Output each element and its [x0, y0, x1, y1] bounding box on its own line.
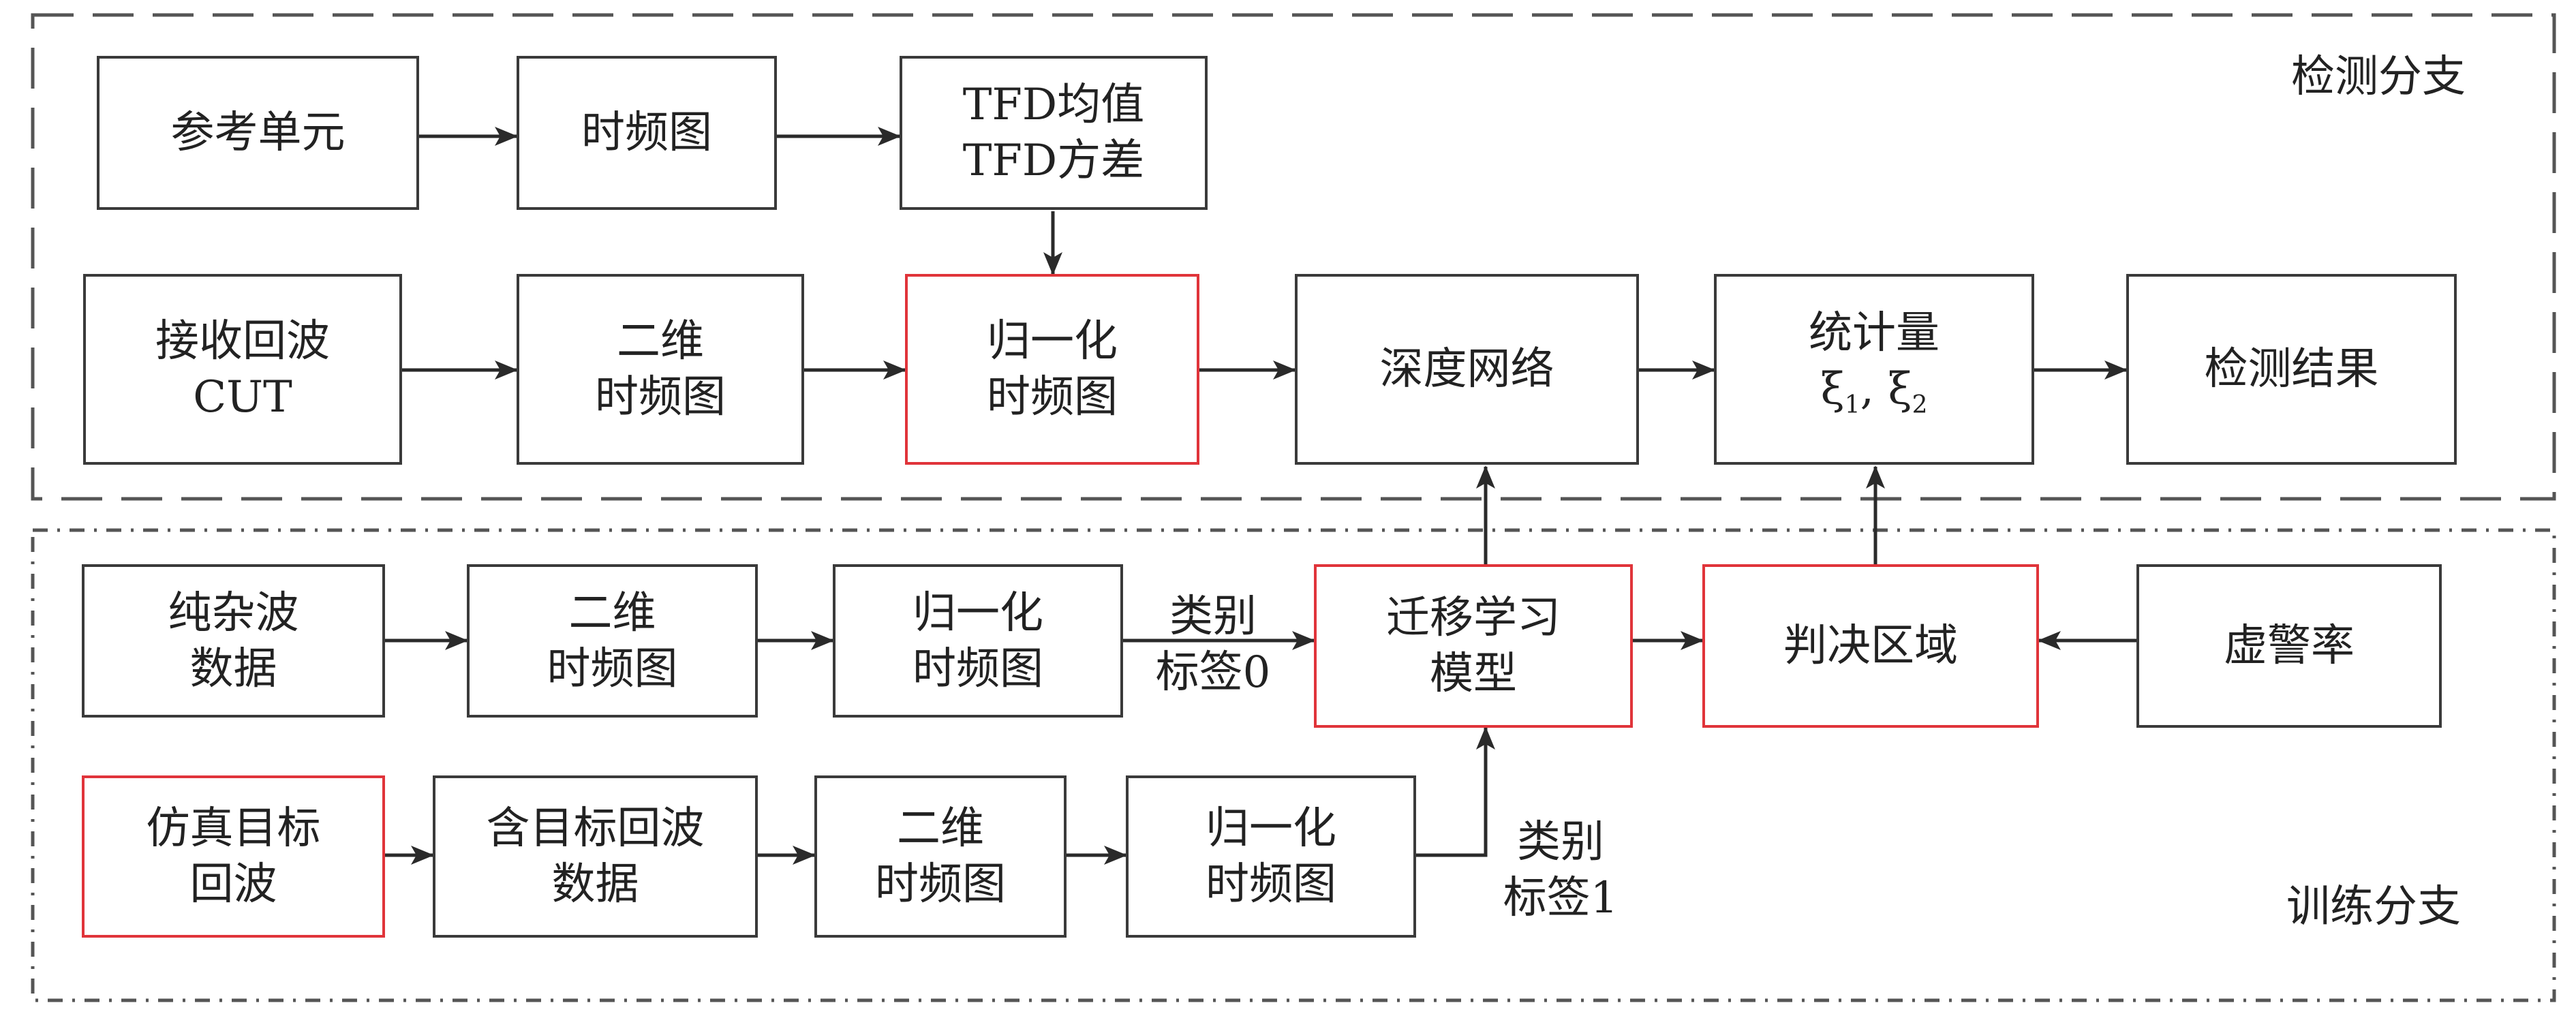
box-text: CUT — [193, 372, 292, 422]
class-label-0: 类别 标签0 — [1145, 589, 1281, 701]
box-text: 统计量 — [1809, 308, 1939, 359]
box-text: 归一化 — [987, 316, 1118, 367]
box-text: 归一化 — [913, 587, 1043, 638]
box-text: 迁移学习 — [1386, 593, 1561, 643]
detection-branch-region — [31, 13, 2556, 501]
training-branch-label: 训练分支 — [2286, 882, 2461, 932]
box-text: 模型 — [1430, 649, 1517, 699]
tfd-ref-box: 时频图 — [517, 56, 777, 210]
deep-net-box: 深度网络 — [1295, 274, 1639, 465]
sim-target-box: 仿真目标 回波 — [82, 775, 385, 938]
box-text: 含目标回波 — [486, 803, 705, 854]
box-text: TFD均值 — [962, 80, 1145, 130]
tfd-2d-target-box: 二维 时频图 — [814, 775, 1067, 938]
ref-unit-box: 参考单元 — [97, 56, 419, 210]
box-text: ξ1, ξ2 — [1820, 364, 1928, 419]
tfd-stats-box: TFD均值 TFD方差 — [900, 56, 1208, 210]
box-text: 时频图 — [595, 372, 726, 422]
norm-target-box: 归一化 时频图 — [1126, 775, 1416, 938]
detection-branch-label: 检测分支 — [2291, 52, 2466, 102]
box-text: 数据 — [551, 859, 639, 910]
box-text: 时频图 — [987, 372, 1118, 422]
target-data-box: 含目标回波 数据 — [433, 775, 758, 938]
training-branch-region — [31, 528, 2556, 1002]
box-text: 仿真目标 — [146, 803, 321, 854]
box-text: 数据 — [189, 643, 277, 694]
statistic-box: 统计量 ξ1, ξ2 — [1714, 274, 2034, 465]
box-text: 时频图 — [1206, 859, 1336, 910]
edge-label-text: 标签1 — [1503, 873, 1619, 923]
box-text: 虚警率 — [2224, 621, 2355, 671]
pfa-box: 虚警率 — [2136, 564, 2442, 728]
tfd-2d-det-box: 二维 时频图 — [517, 274, 804, 465]
box-text: 时频图 — [581, 108, 712, 158]
echo-cut-box: 接收回波 CUT — [83, 274, 402, 465]
box-text: 时频图 — [875, 859, 1006, 910]
box-text: 二维 — [568, 587, 656, 638]
decision-region-box: 判决区域 — [1702, 564, 2039, 728]
edge-label-text: 标签0 — [1155, 647, 1271, 698]
box-text: 深度网络 — [1379, 344, 1554, 395]
edge-label-text: 类别 — [1517, 817, 1604, 867]
box-text: 时频图 — [913, 643, 1043, 694]
result-box: 检测结果 — [2126, 274, 2457, 465]
arrow-norm-target-to-transfer — [1416, 726, 1495, 857]
box-text: 二维 — [897, 803, 984, 854]
class-label-1: 类别 标签1 — [1492, 814, 1629, 926]
tfd-2d-clutter-box: 二维 时频图 — [467, 564, 758, 718]
box-text: 二维 — [617, 316, 704, 367]
box-text: 时频图 — [547, 643, 678, 694]
transfer-model-box: 迁移学习 模型 — [1314, 564, 1633, 728]
norm-det-box: 归一化 时频图 — [905, 274, 1199, 465]
box-text: TFD方差 — [962, 136, 1145, 186]
box-text: 判决区域 — [1783, 621, 1958, 671]
box-text: 检测结果 — [2204, 344, 2379, 395]
box-text: 参考单元 — [170, 108, 346, 158]
edge-label-text: 类别 — [1169, 591, 1257, 642]
clutter-box: 纯杂波 数据 — [82, 564, 385, 718]
box-text: 接收回波 — [155, 316, 330, 367]
box-text: 回波 — [189, 859, 277, 910]
box-text: 归一化 — [1206, 803, 1336, 854]
box-text: 纯杂波 — [168, 587, 299, 638]
norm-clutter-box: 归一化 时频图 — [833, 564, 1123, 718]
